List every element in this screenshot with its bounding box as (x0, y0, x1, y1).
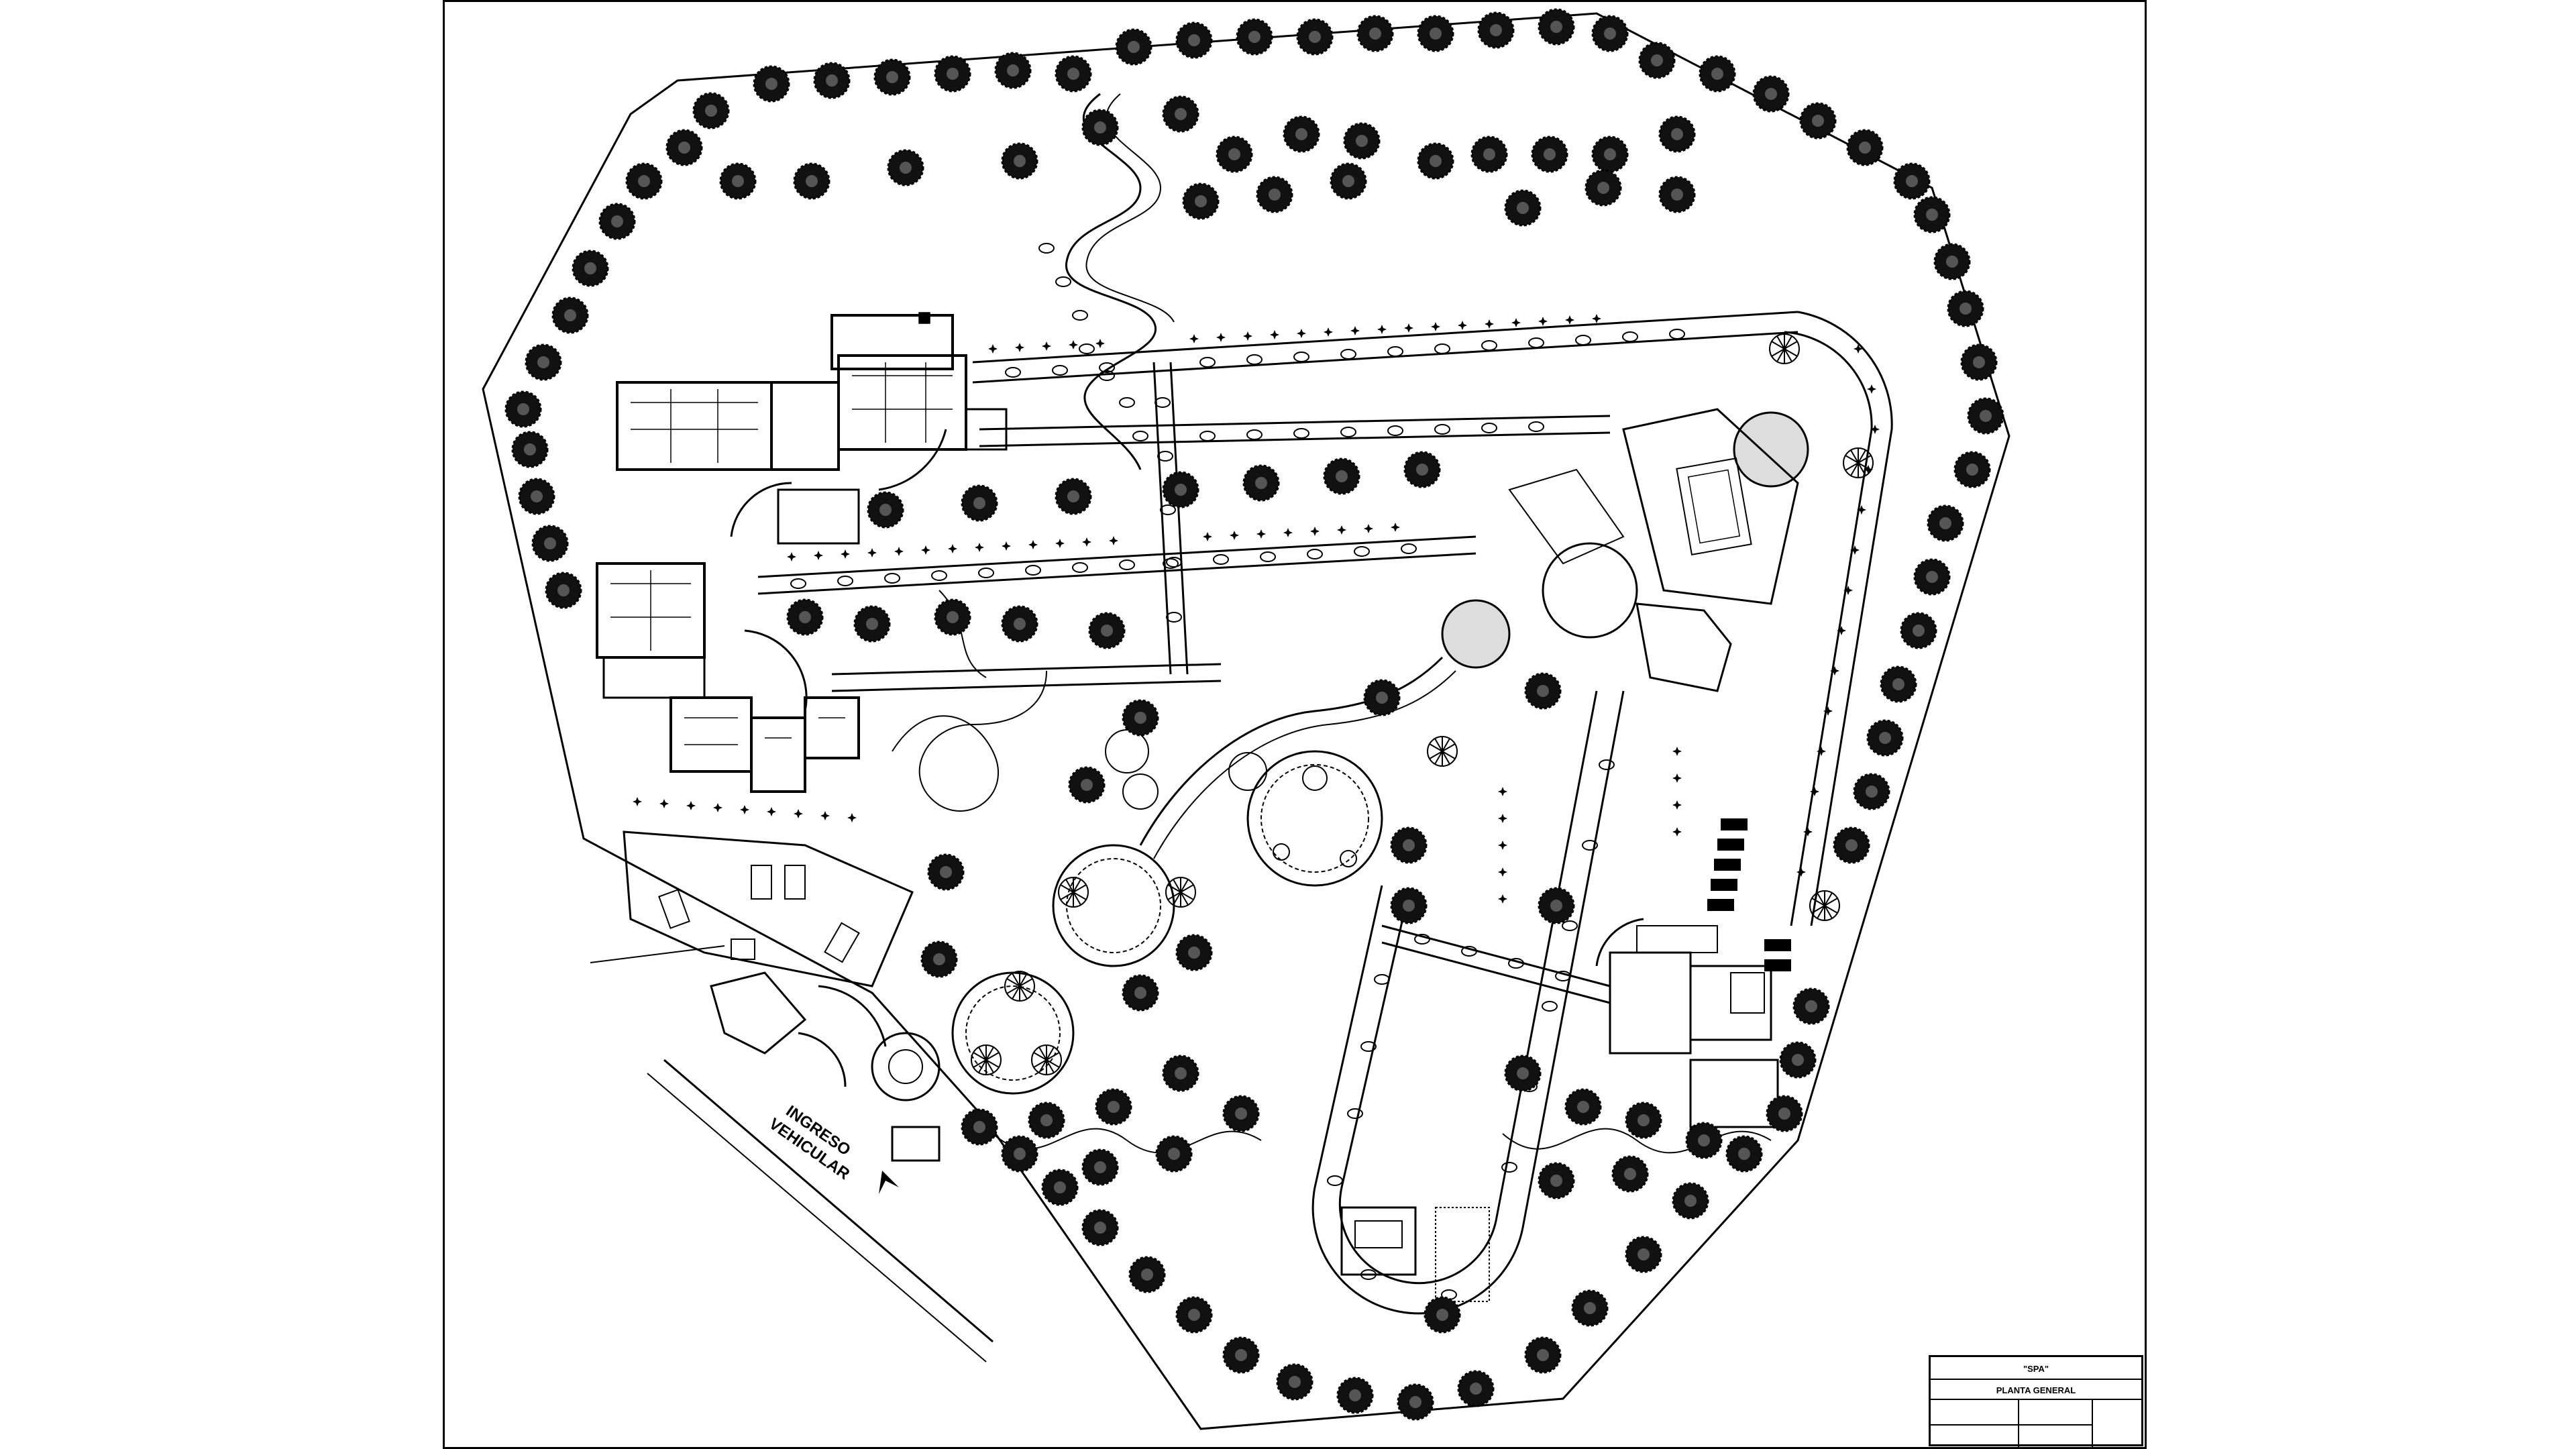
planter-boxes (1707, 818, 1791, 971)
title-block-row-project (1931, 1357, 2141, 1380)
west-serpentine-trail (892, 670, 1047, 812)
oval-promenade (1311, 690, 1625, 1315)
plaza-connector (1139, 656, 1444, 846)
sw-pavilions (710, 971, 941, 1162)
drawing-sheet (443, 0, 2147, 1449)
sheet-title: PLANTA GENERAL (1996, 1385, 2076, 1395)
building-interiors (610, 312, 953, 745)
stone-paving (790, 329, 1685, 981)
project-name: "SPA" (2023, 1364, 2049, 1374)
serpentine-trail (1065, 93, 1157, 470)
title-block-row-sheet (1931, 1380, 2141, 1400)
interior-trees (719, 95, 1723, 1334)
east-loop-path (1784, 311, 1893, 926)
north-arrow-icon (879, 1171, 899, 1194)
se-building (1595, 918, 1779, 1128)
south-pavilion (1340, 1206, 1490, 1302)
title-block-row-details (1931, 1400, 2141, 1448)
south-serpentine (992, 1128, 1262, 1154)
main-building (596, 314, 1008, 793)
perimeter-trees (504, 8, 2004, 1421)
central-plazas (871, 729, 1383, 1102)
domes (1441, 411, 1809, 669)
entrance-label: INGRESO VEHICULAR (765, 1102, 854, 1183)
oval-paving (1327, 759, 1615, 1300)
entrance-road-edge (663, 1059, 994, 1343)
title-block: "SPA" PLANTA GENERAL (1929, 1355, 2143, 1448)
ne-annex (1508, 468, 1732, 692)
pool-complex (1622, 408, 1799, 605)
main-walkways (757, 311, 1799, 1004)
site-boundary (482, 12, 2010, 1430)
parking-area (623, 830, 914, 987)
trail-stones (1038, 243, 1148, 441)
